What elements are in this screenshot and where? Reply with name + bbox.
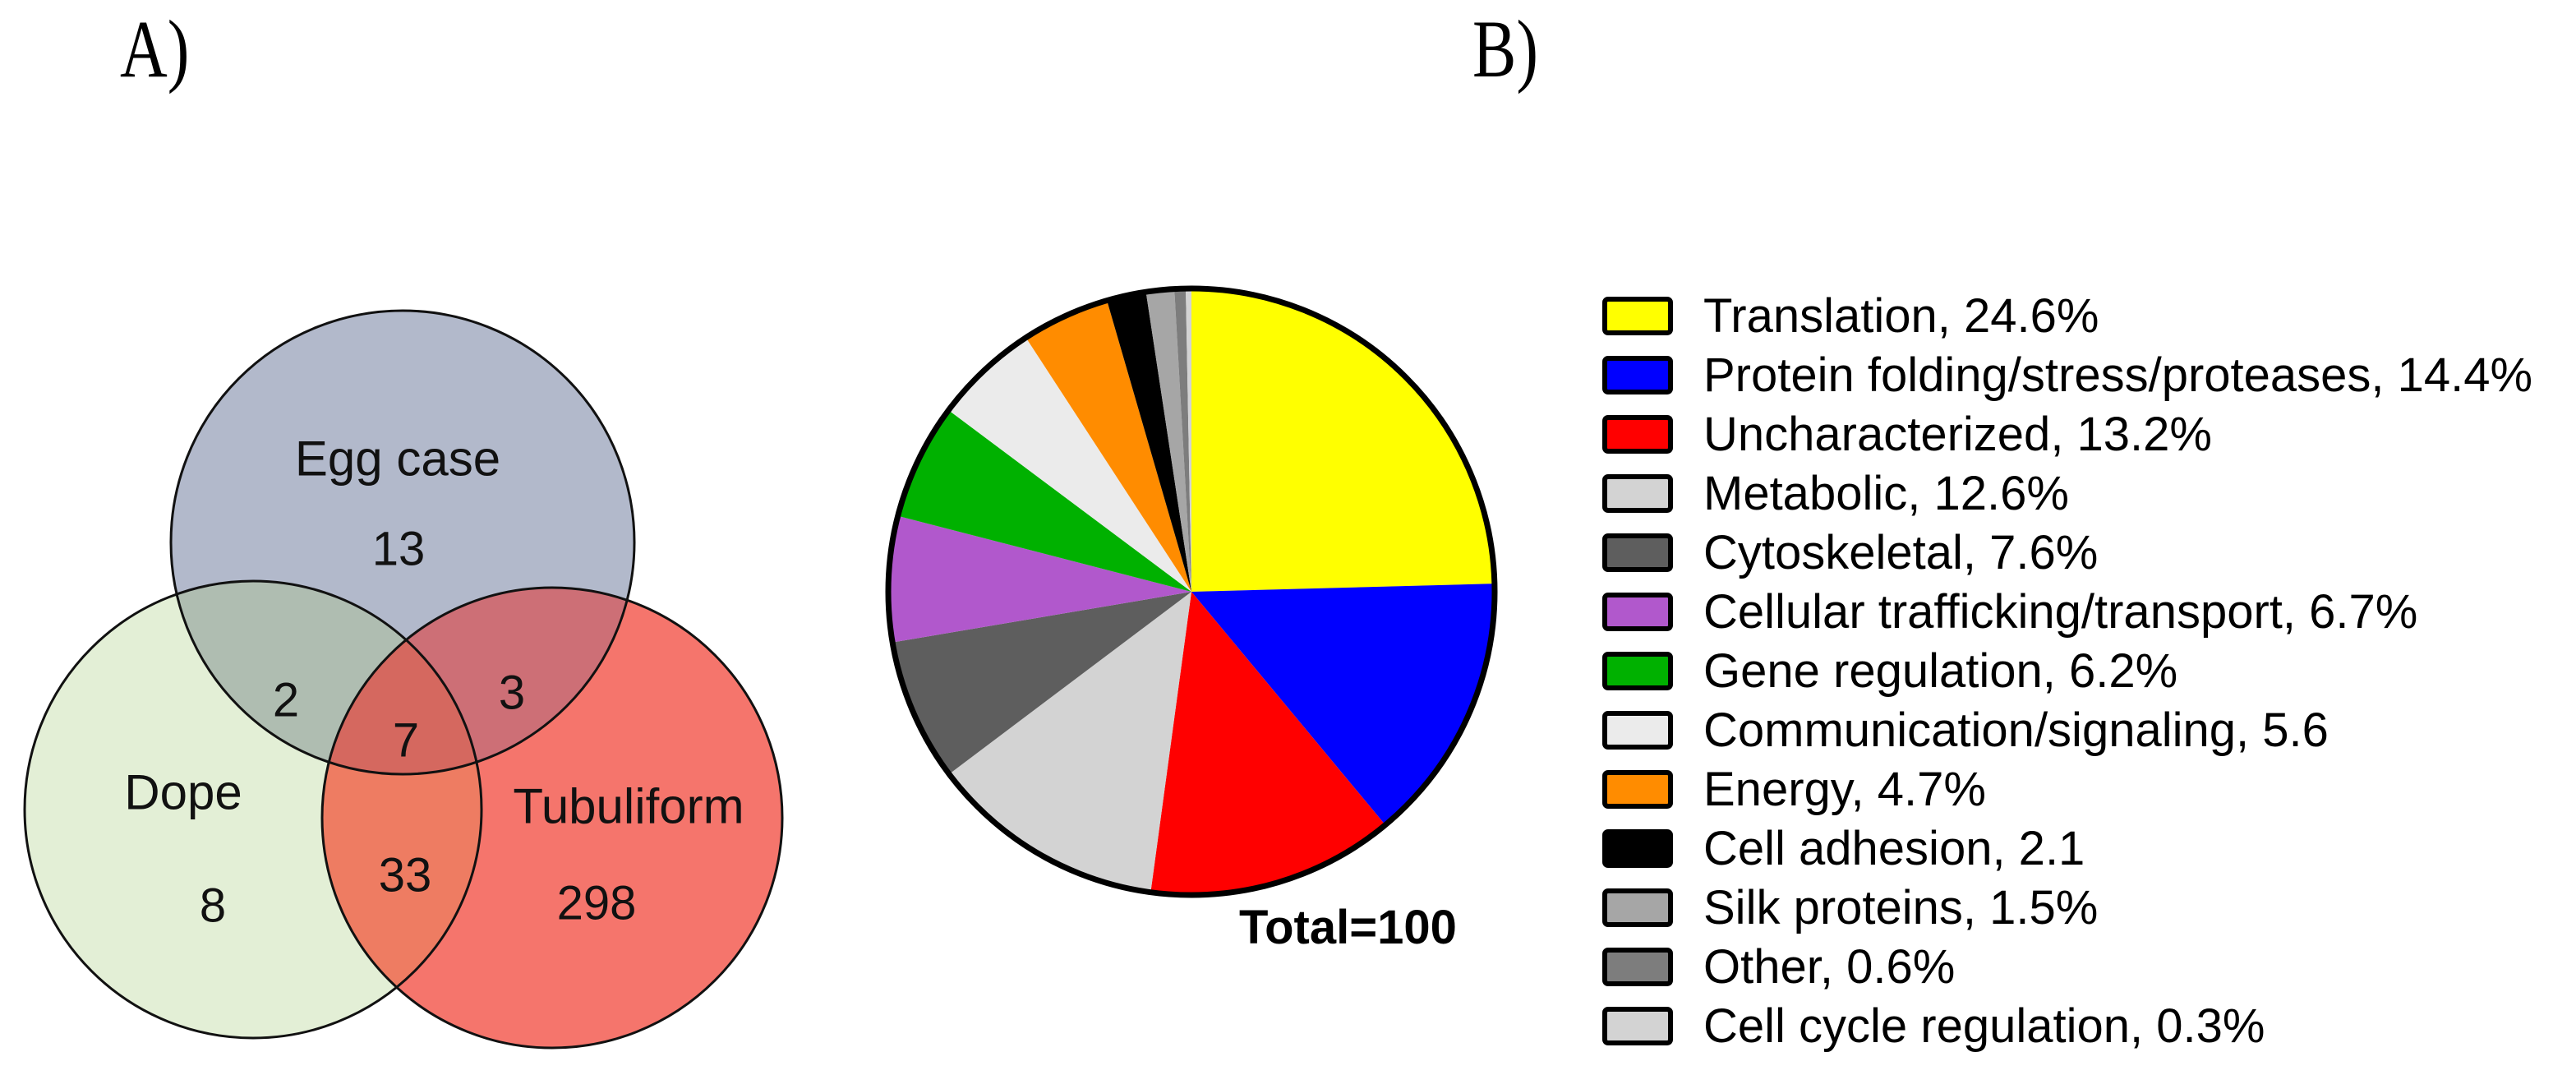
pie-outline xyxy=(885,285,1498,898)
venn-count-egg-dope: 2 xyxy=(273,674,299,727)
legend-item: Gene regulation, 6.2% xyxy=(1602,647,2532,694)
legend-item: Cell adhesion, 2.1 xyxy=(1602,824,2532,872)
legend-swatch xyxy=(1602,1007,1673,1045)
venn-label-dope: Dope xyxy=(124,765,242,820)
pie-slice-8 xyxy=(1025,300,1191,592)
legend-label: Cellular trafficking/transport, 6.7% xyxy=(1703,584,2418,639)
legend-swatch xyxy=(1602,948,1673,986)
legend-label: Cell adhesion, 2.1 xyxy=(1703,821,2085,875)
legend-swatch xyxy=(1602,829,1673,868)
legend-label: Gene regulation, 6.2% xyxy=(1703,644,2178,698)
pie-slice-7 xyxy=(948,337,1191,592)
legend-label: Cell cycle regulation, 0.3% xyxy=(1703,999,2265,1053)
panel-a-label: A) xyxy=(120,3,190,95)
legend-label: Energy, 4.7% xyxy=(1703,762,1986,816)
venn-outline-dope xyxy=(23,579,483,1040)
panel-b-label: B) xyxy=(1472,3,1538,95)
legend-swatch xyxy=(1602,297,1673,335)
legend-swatch xyxy=(1602,415,1673,454)
legend-label: Protein folding/stress/proteases, 14.4% xyxy=(1703,348,2533,402)
legend-item: Other, 0.6% xyxy=(1602,943,2532,990)
legend-item: Communication/signaling, 5.6 xyxy=(1602,706,2532,754)
legend-label: Uncharacterized, 13.2% xyxy=(1703,407,2212,461)
legend-swatch xyxy=(1602,652,1673,690)
legend-item: Uncharacterized, 13.2% xyxy=(1602,410,2532,458)
legend-label: Translation, 24.6% xyxy=(1703,288,2099,343)
pie-slice-0 xyxy=(1191,288,1495,592)
legend-label: Communication/signaling, 5.6 xyxy=(1703,703,2329,757)
pie-slice-2 xyxy=(1150,592,1385,895)
legend-item: Energy, 4.7% xyxy=(1602,765,2532,813)
legend-label: Metabolic, 12.6% xyxy=(1703,466,2069,520)
venn-outline-tubuliform xyxy=(320,586,784,1050)
legend-item: Protein folding/stress/proteases, 14.4% xyxy=(1602,351,2532,399)
legend-swatch xyxy=(1602,533,1673,572)
legend-item: Translation, 24.6% xyxy=(1602,292,2532,339)
legend-item: Cell cycle regulation, 0.3% xyxy=(1602,1002,2532,1050)
pie-slice-6 xyxy=(897,410,1191,592)
legend-label: Silk proteins, 1.5% xyxy=(1703,880,2099,934)
venn-count-tubuliform-only: 298 xyxy=(557,877,637,930)
pie-slice-12 xyxy=(1186,288,1191,592)
pie-slice-11 xyxy=(1174,288,1191,592)
legend-swatch xyxy=(1602,888,1673,927)
legend-swatch xyxy=(1602,711,1673,750)
legend-label: Cytoskeletal, 7.6% xyxy=(1703,525,2099,579)
pie-slice-5 xyxy=(887,515,1191,643)
venn-outline-eggcase xyxy=(169,309,636,776)
pie-total-label: Total=100 xyxy=(1239,901,1457,954)
venn-count-eggcase-only: 13 xyxy=(372,523,426,576)
venn-count-dope-tub: 33 xyxy=(379,849,432,902)
venn-region-center xyxy=(322,588,482,774)
pie-legend: Translation, 24.6% Protein folding/stress… xyxy=(1602,292,2532,1050)
pie-slice-3 xyxy=(949,592,1191,893)
legend-swatch xyxy=(1602,474,1673,513)
legend-swatch xyxy=(1602,593,1673,631)
pie-slice-9 xyxy=(1107,292,1191,592)
legend-item: Cytoskeletal, 7.6% xyxy=(1602,528,2532,576)
venn-count-dope-only: 8 xyxy=(200,879,226,933)
pie-slice-4 xyxy=(892,592,1191,774)
legend-swatch xyxy=(1602,356,1673,394)
venn-label-eggcase: Egg case xyxy=(295,431,500,487)
venn-count-egg-tub: 3 xyxy=(499,667,525,720)
venn-count-center: 7 xyxy=(393,714,419,768)
legend-item: Cellular trafficking/transport, 6.7% xyxy=(1602,588,2532,635)
legend-item: Silk proteins, 1.5% xyxy=(1602,884,2532,931)
legend-item: Metabolic, 12.6% xyxy=(1602,469,2532,517)
pie-slice-1 xyxy=(1191,584,1495,825)
venn-label-tubuliform: Tubuliform xyxy=(513,779,744,834)
legend-label: Other, 0.6% xyxy=(1703,939,1956,994)
pie-slice-10 xyxy=(1145,288,1191,592)
legend-swatch xyxy=(1602,770,1673,809)
